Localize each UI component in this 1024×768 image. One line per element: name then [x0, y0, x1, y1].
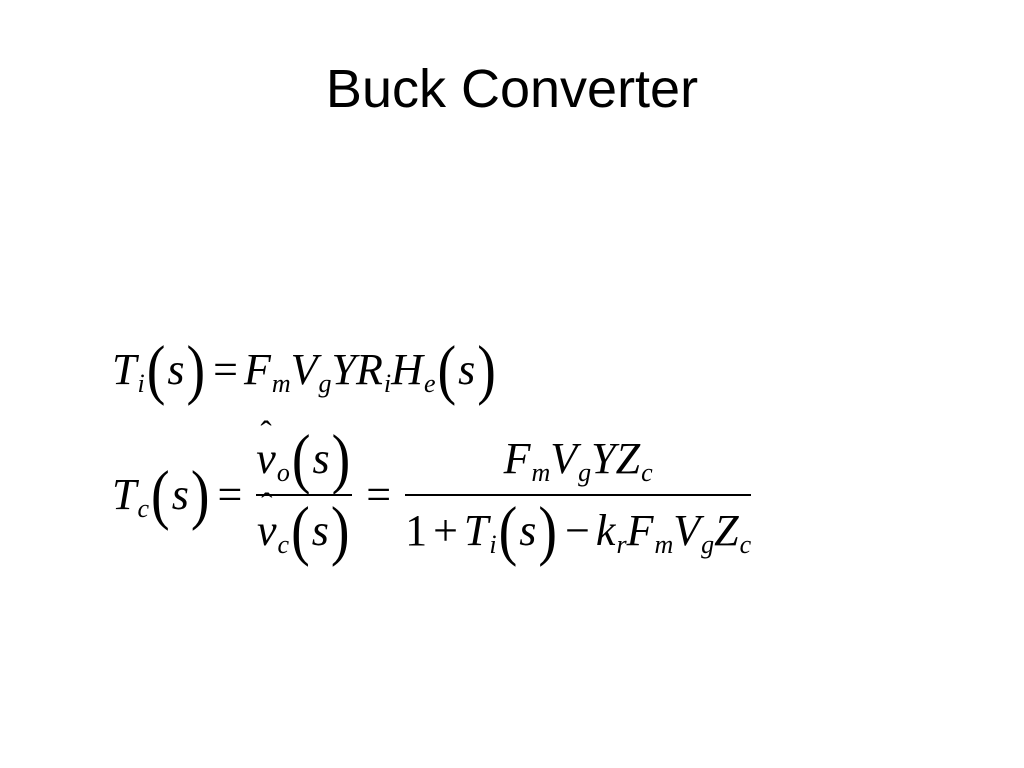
symbol-s: s — [167, 345, 185, 394]
symbol-s: s — [312, 434, 330, 483]
symbol-T: T — [463, 506, 489, 555]
right-paren: ) — [538, 493, 558, 569]
subscript-c: c — [277, 530, 290, 559]
number-one: 1 — [405, 506, 428, 555]
subscript-i: i — [383, 369, 392, 398]
subscript-i: i — [137, 369, 145, 398]
right-paren: ) — [186, 332, 206, 408]
subscript-g: g — [578, 458, 592, 487]
equation-control-transfer-function: Tc (s) = vo (s) vc (s) = Fm Vg Y Zc — [112, 420, 759, 570]
symbol-F: F — [243, 345, 271, 394]
equals-sign: = — [366, 470, 392, 519]
fraction-bar — [405, 494, 752, 496]
subscript-g: g — [318, 369, 332, 398]
symbol-V: V — [550, 434, 578, 483]
subscript-e: e — [423, 369, 436, 398]
minus-sign: − — [565, 506, 590, 555]
subscript-i: i — [489, 530, 497, 559]
symbol-s: s — [171, 470, 189, 519]
symbol-s: s — [458, 345, 476, 394]
plus-sign: + — [433, 506, 458, 555]
symbol-Z: Z — [615, 434, 641, 483]
symbol-Y: Y — [331, 345, 357, 394]
subscript-g: g — [701, 530, 715, 559]
left-paren: ( — [437, 332, 457, 408]
subscript-c: c — [739, 530, 752, 559]
right-paren: ) — [190, 457, 210, 533]
subscript-c: c — [641, 458, 653, 487]
equals-sign: = — [213, 345, 238, 394]
subscript-m: m — [654, 530, 674, 559]
symbol-s: s — [519, 506, 537, 555]
symbol-T: T — [112, 470, 137, 519]
slide-title: Buck Converter — [325, 59, 699, 119]
symbol-T: T — [112, 345, 137, 394]
fraction-numerator: vo (s) — [256, 421, 352, 497]
right-paren: ) — [330, 493, 350, 569]
right-paren: ) — [331, 421, 351, 497]
fraction-denominator: vc (s) — [257, 493, 352, 569]
right-paren: ) — [477, 332, 496, 408]
symbol-F: F — [626, 506, 654, 555]
symbol-Z: Z — [714, 506, 739, 555]
subscript-m: m — [271, 369, 291, 398]
symbol-V: V — [673, 506, 701, 555]
symbol-v-hat: v — [256, 437, 276, 481]
symbol-Y: Y — [591, 434, 616, 483]
subscript-r: r — [616, 530, 627, 559]
symbol-k: k — [595, 506, 616, 555]
left-paren: ( — [291, 421, 311, 497]
left-paren: ( — [498, 493, 518, 569]
left-paren: ( — [151, 457, 170, 533]
symbol-F: F — [503, 434, 531, 483]
symbol-V: V — [290, 345, 318, 394]
symbol-R: R — [356, 345, 383, 394]
subscript-o: o — [276, 458, 290, 487]
symbol-v-hat: v — [257, 509, 277, 553]
fraction-bar — [256, 494, 353, 496]
subscript-c: c — [137, 494, 150, 523]
subscript-m: m — [531, 458, 551, 487]
left-paren: ( — [291, 493, 310, 569]
left-paren: ( — [146, 332, 166, 408]
equals-sign: = — [217, 470, 243, 519]
symbol-s: s — [311, 506, 329, 555]
fraction-output-over-control: vo (s) vc (s) — [256, 421, 353, 569]
symbol-H: H — [391, 345, 423, 394]
